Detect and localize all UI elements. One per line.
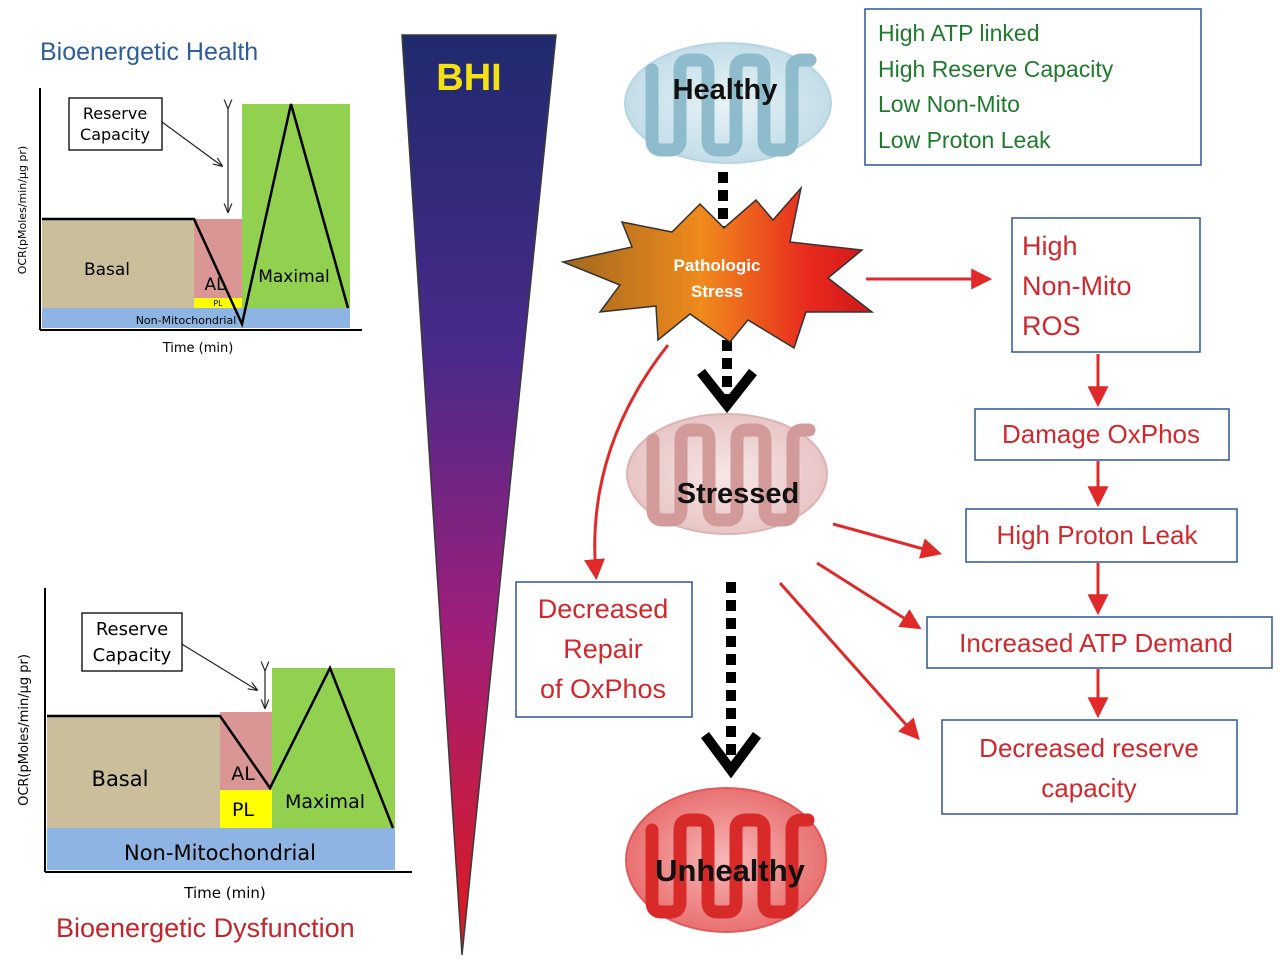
healthy-trait-4: Low Proton Leak xyxy=(878,127,1051,153)
repair-line-3: of OxPhos xyxy=(540,674,666,704)
reserve-pointer xyxy=(161,121,222,166)
al-block xyxy=(194,219,242,298)
proton-leak-box: High Proton Leak xyxy=(965,508,1238,563)
basal-block xyxy=(47,716,220,828)
reserve-label-line2: capacity xyxy=(1041,773,1136,803)
arrow-stressed-to-leak xyxy=(832,522,943,559)
atp-demand-box: Increased ATP Demand xyxy=(926,616,1273,669)
damage-box: Damage OxPhos xyxy=(974,408,1230,461)
basal-label: Basal xyxy=(84,260,130,280)
dotted-arrow-head xyxy=(700,732,762,779)
al-label: AL xyxy=(204,275,226,295)
healthy-traits-frame xyxy=(864,8,1202,166)
maximal-block xyxy=(272,668,395,828)
al-label: AL xyxy=(231,763,255,785)
non-mito-label: Non-Mitochondrial xyxy=(136,314,237,327)
pl-block xyxy=(220,790,272,828)
x-axis-label: Time (min) xyxy=(162,341,234,356)
arrow-stressed-to-reserve xyxy=(778,582,920,741)
burst-label-line1: Pathologic xyxy=(674,256,761,275)
proton-leak-label: High Proton Leak xyxy=(997,520,1199,550)
ros-line-3: ROS xyxy=(1022,311,1081,341)
pathologic-stress-burst: Pathologic Stress xyxy=(560,185,875,350)
maximal-label: Maximal xyxy=(285,791,365,813)
ocr-trace xyxy=(42,103,350,328)
non-mito-block xyxy=(47,828,395,870)
pl-label: PL xyxy=(213,299,223,308)
mito-unhealthy-label: Unhealthy xyxy=(655,853,806,888)
burst-shape xyxy=(560,185,875,350)
non-mito-label: Non-Mitochondrial xyxy=(124,841,316,865)
mito-unhealthy: Unhealthy xyxy=(625,787,827,933)
dysfunction-panel: Reserve Capacity Basal AL PL Maximal Non… xyxy=(17,588,412,943)
progression-arrows xyxy=(697,172,762,779)
red-arrows xyxy=(584,268,1109,741)
bhi-triangle xyxy=(401,34,557,956)
repair-frame xyxy=(515,581,693,718)
reserve-label-line2: Capacity xyxy=(93,645,172,666)
reserve-label-line1: Decreased reserve xyxy=(979,733,1199,763)
arrow-stress-to-repair xyxy=(584,344,670,581)
repair-line-2: Repair xyxy=(563,634,643,664)
reserve-box: Decreased reserve capacity xyxy=(941,719,1238,815)
dotted-arrow-head xyxy=(697,368,757,414)
healthy-trait-3: Low Non-Mito xyxy=(878,91,1020,117)
maximal-block xyxy=(242,104,350,308)
ros-line-2: Non-Mito xyxy=(1022,271,1132,301)
mito-healthy: Healthy xyxy=(624,42,832,164)
atp-demand-label: Increased ATP Demand xyxy=(959,628,1233,658)
healthy-panel-title: Bioenergetic Health xyxy=(40,38,258,66)
atp-demand-frame xyxy=(926,616,1273,669)
reserve-label-box xyxy=(68,97,163,151)
mito-stressed: Stressed xyxy=(626,413,828,535)
pl-block xyxy=(194,298,242,308)
y-axis-label: OCR(pMoles/min/µg pr) xyxy=(17,654,32,806)
healthy-panel: Bioenergetic Health Reserve Capacity Bas… xyxy=(16,38,362,356)
reserve-label-line1: Reserve xyxy=(96,619,168,640)
reserve-label-line2: Capacity xyxy=(80,125,150,144)
mito-healthy-label: Healthy xyxy=(673,74,778,106)
arrow-stressed-to-atp xyxy=(816,561,922,630)
bhi-label: BHI xyxy=(436,57,501,99)
mito-unhealthy-cristae xyxy=(645,813,815,919)
reserve-label-box xyxy=(81,612,183,672)
repair-box: Decreased Repair of OxPhos xyxy=(515,581,693,718)
reserve-label-line1: Reserve xyxy=(83,104,147,123)
bhi-wedge: BHI xyxy=(401,34,557,956)
mito-healthy-cristae xyxy=(645,53,817,157)
x-axis-label: Time (min) xyxy=(183,884,265,902)
proton-leak-frame xyxy=(965,508,1238,563)
healthy-trait-2: High Reserve Capacity xyxy=(878,56,1114,82)
burst-label-line2: Stress xyxy=(691,282,743,301)
mito-stressed-cristae xyxy=(646,423,816,527)
ocr-trace xyxy=(47,664,395,829)
y-axis-label: OCR(pMoles/min/µg pr) xyxy=(16,146,29,274)
repair-line-1: Decreased xyxy=(538,594,669,624)
ros-line-1: High xyxy=(1022,231,1078,261)
ros-frame xyxy=(1011,217,1201,353)
maximal-label: Maximal xyxy=(258,267,330,287)
ros-box: High Non-Mito ROS xyxy=(1011,217,1201,353)
reserve-frame xyxy=(941,719,1238,815)
healthy-traits-box: High ATP linked High Reserve Capacity Lo… xyxy=(864,8,1202,166)
healthy-trait-1: High ATP linked xyxy=(878,20,1040,46)
non-mito-block xyxy=(42,308,350,328)
basal-block xyxy=(42,219,194,308)
pl-label: PL xyxy=(232,799,254,821)
reserve-pointer xyxy=(179,642,257,690)
basal-label: Basal xyxy=(92,767,149,791)
damage-frame xyxy=(974,408,1230,461)
mito-stressed-label: Stressed xyxy=(677,478,800,510)
damage-label: Damage OxPhos xyxy=(1002,419,1200,449)
dysfunction-panel-title: Bioenergetic Dysfunction xyxy=(56,913,355,943)
